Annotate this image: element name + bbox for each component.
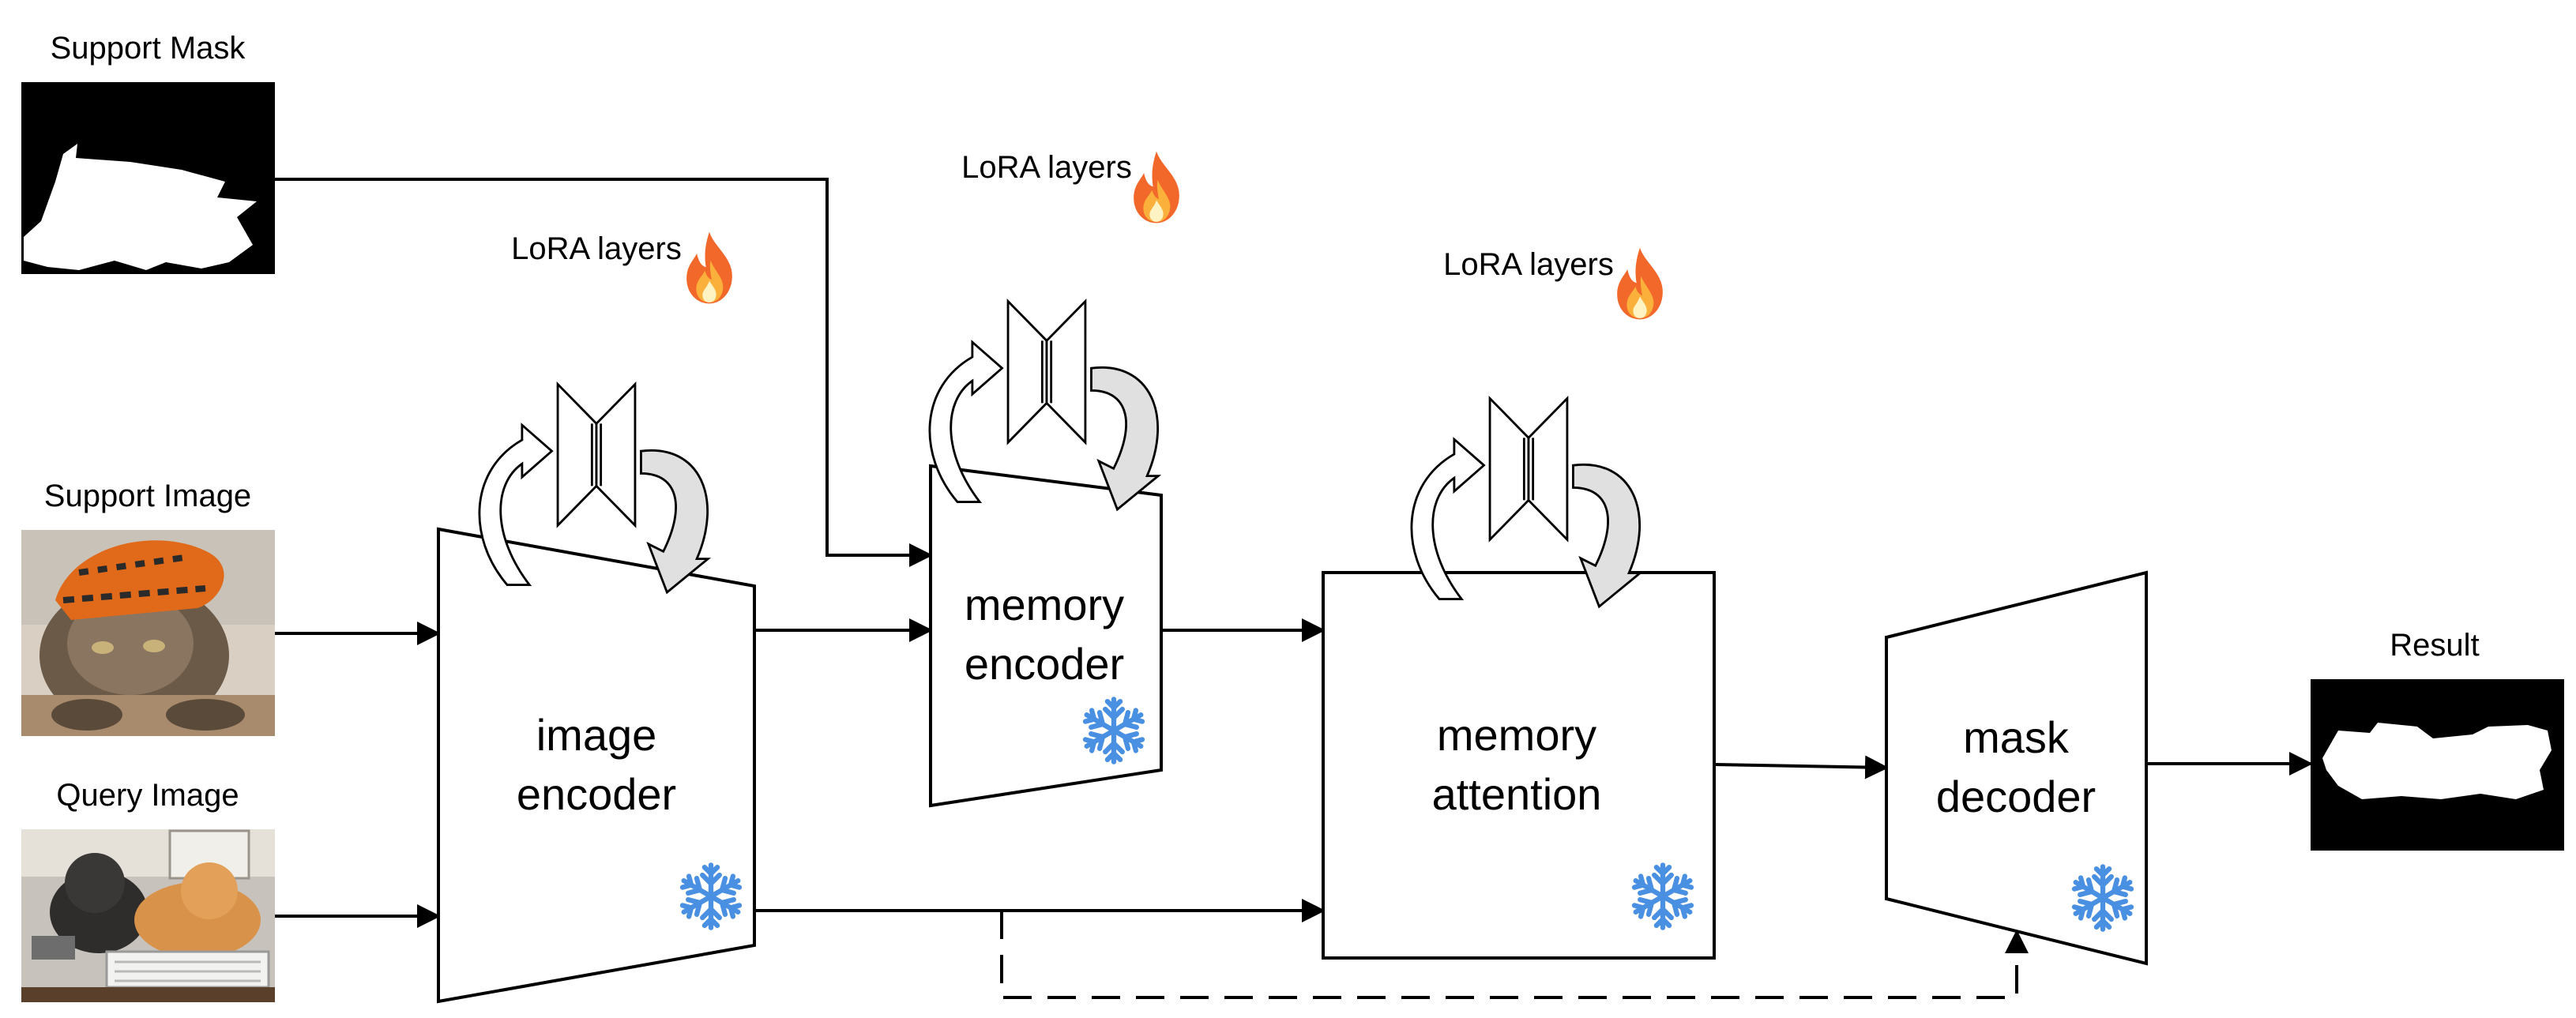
fire-icon — [1617, 247, 1663, 320]
image-encoder-line1: image — [536, 710, 657, 760]
lora-memory-attention: LoRA layers — [1412, 247, 1663, 607]
fire-icon — [1134, 151, 1179, 224]
mask-decoder-line2: decoder — [1936, 772, 2096, 821]
image-encoder-line2: encoder — [517, 769, 676, 819]
result-label: Result — [2390, 628, 2479, 663]
lora-image-encoder: LoRA layers — [479, 231, 732, 592]
memory-encoder-line1: memory — [965, 580, 1124, 629]
support-mask-label: Support Mask — [51, 31, 246, 66]
lora-memory-encoder: LoRA layers — [930, 150, 1179, 509]
lora-label: LoRA layers — [511, 231, 682, 266]
support-mask-image — [21, 82, 275, 274]
memory-encoder-line2: encoder — [965, 639, 1124, 689]
support-image-label: Support Image — [44, 479, 251, 513]
fire-icon — [686, 231, 732, 304]
lora-label: LoRA layers — [1443, 247, 1614, 282]
mask-decoder-line1: mask — [1963, 712, 2070, 762]
memory-encoder-block: memory encoder — [929, 464, 1163, 808]
memory-attention-line2: attention — [1432, 769, 1602, 819]
image-encoder-block: image encoder — [437, 527, 756, 1004]
support-image-photo — [21, 530, 275, 736]
lora-label: LoRA layers — [961, 150, 1132, 185]
query-image-photo — [21, 829, 275, 1002]
query-image-label: Query Image — [56, 778, 239, 813]
mask-decoder-block: mask decoder — [1885, 570, 2148, 966]
memory-attention-block: memory attention — [1322, 571, 1716, 960]
result-mask-image — [2311, 679, 2564, 851]
memory-attention-line1: memory — [1437, 710, 1596, 760]
